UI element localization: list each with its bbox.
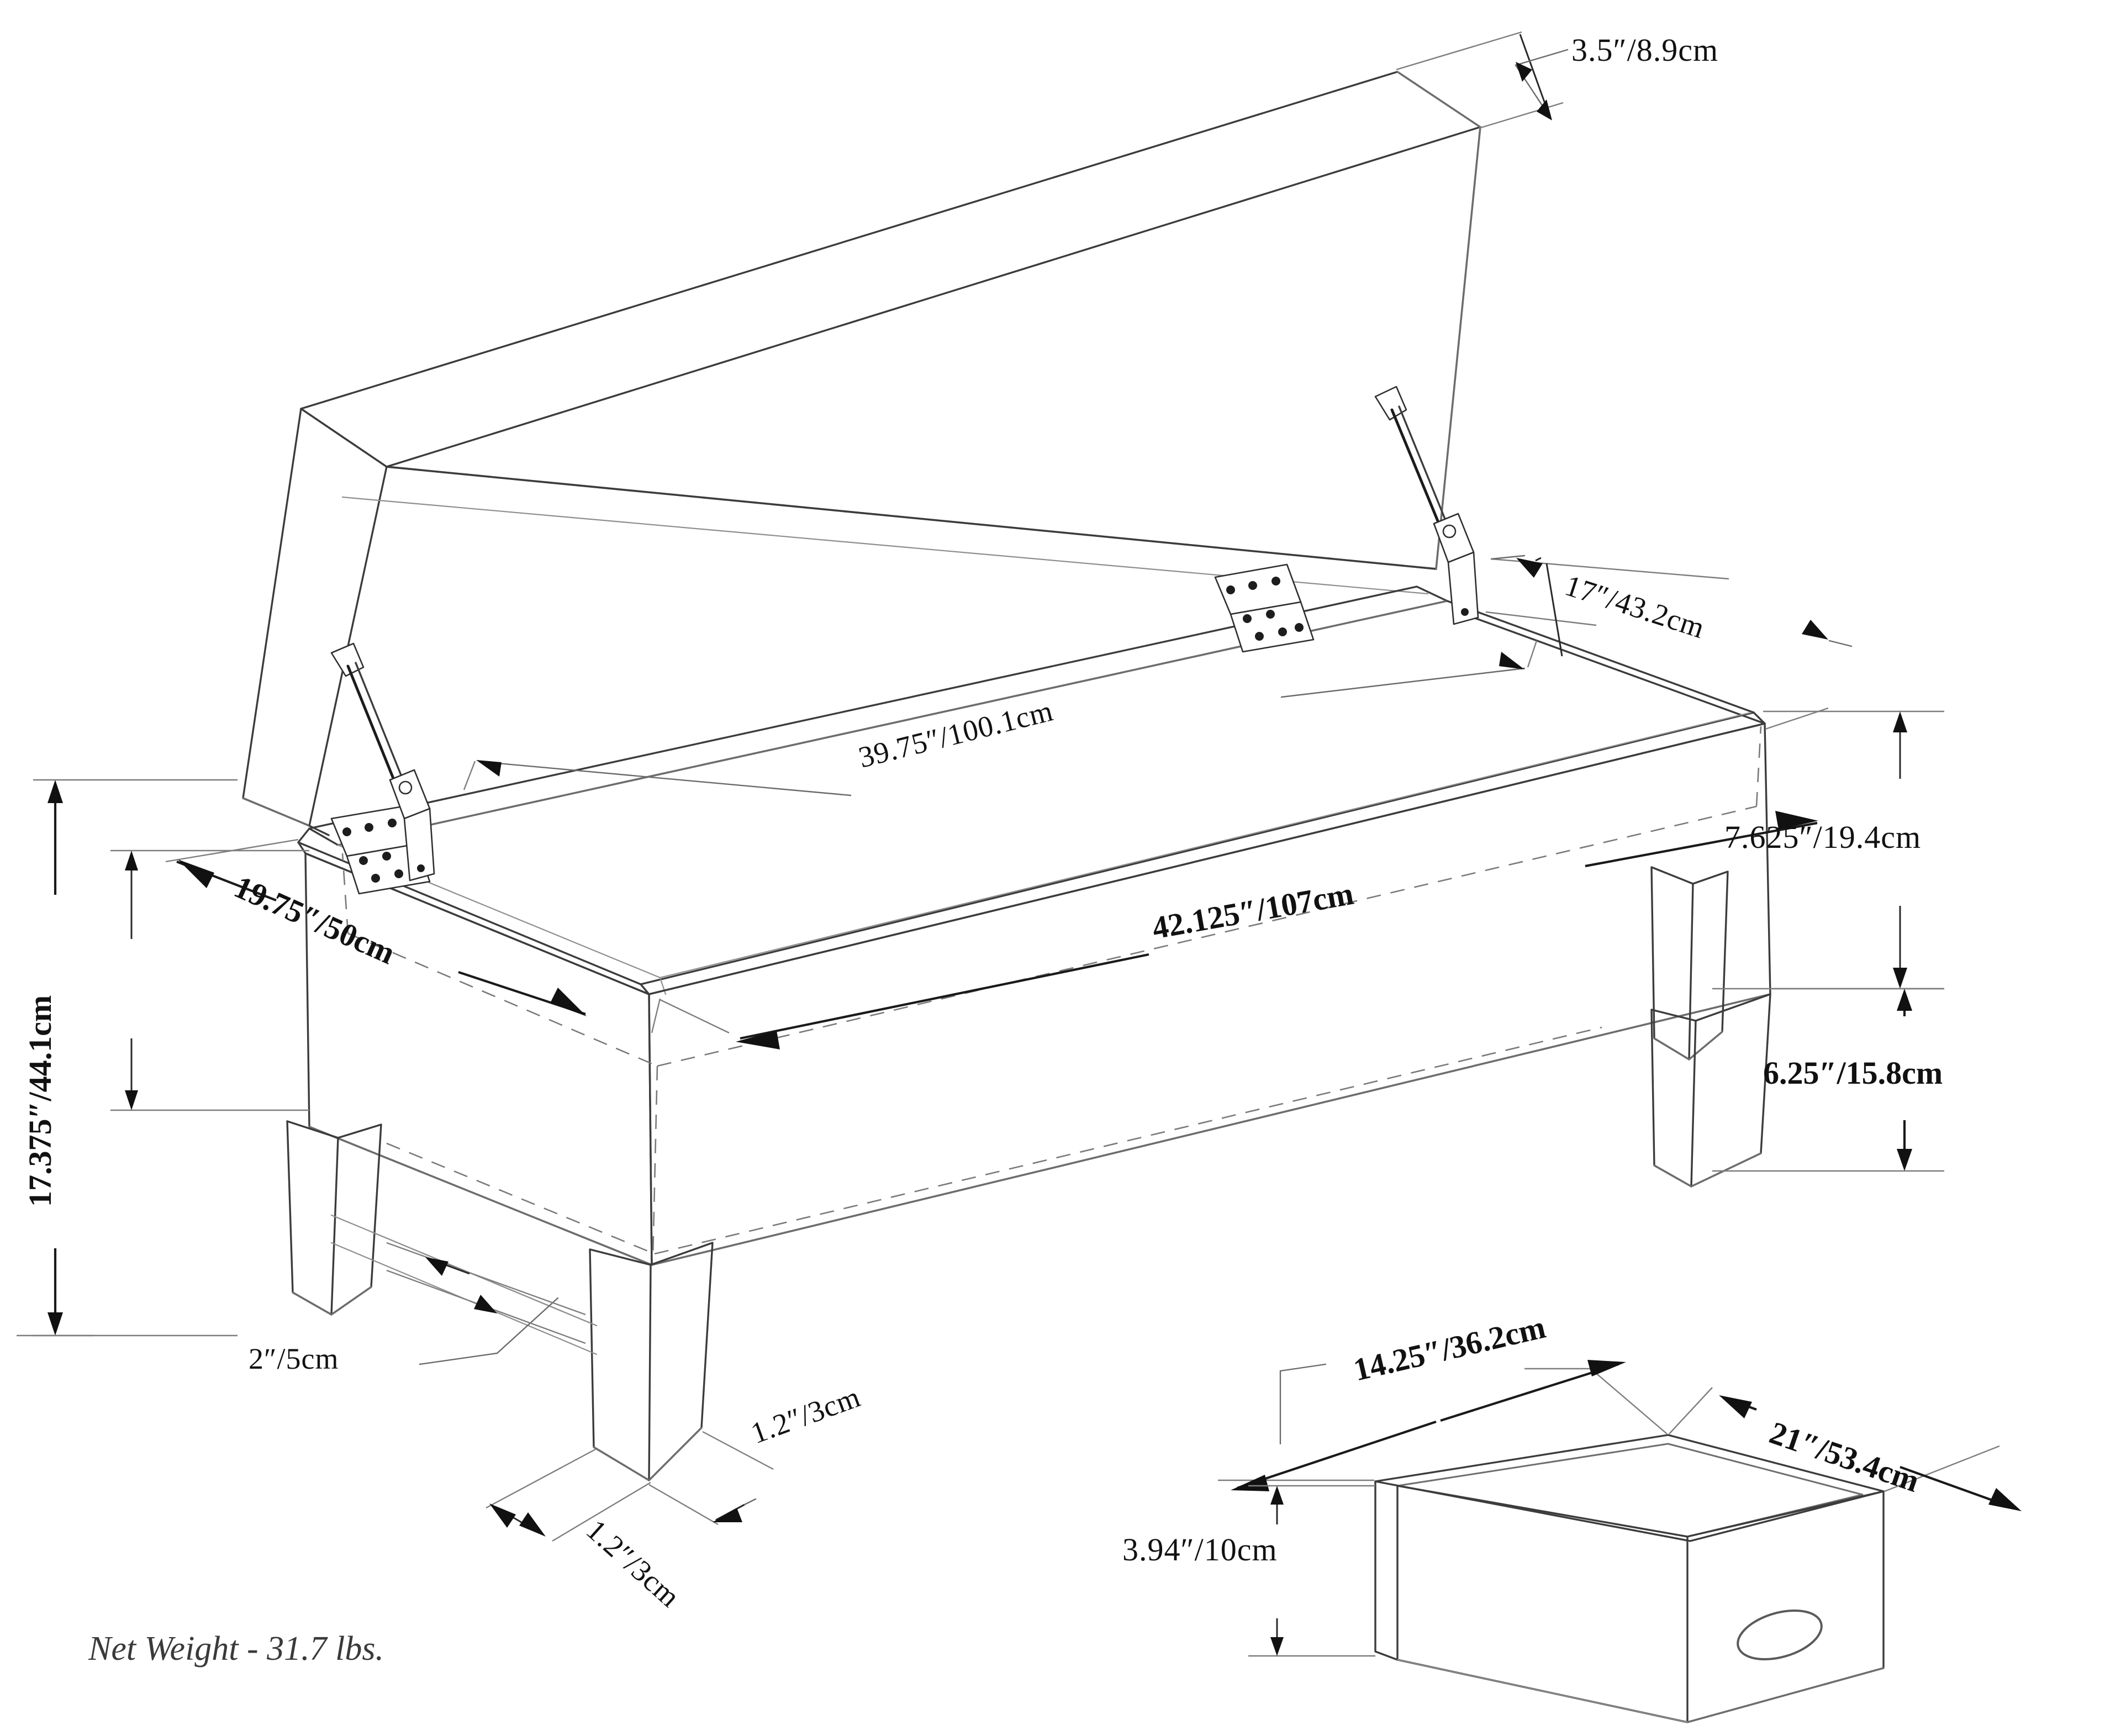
dim-label-interior-length: 39.75″/100.1cm	[855, 694, 1056, 774]
dim-apron-height	[17, 1242, 586, 1365]
dim-tray-width	[1669, 1387, 2022, 1511]
dim-tray-height	[1248, 1485, 1375, 1657]
lid-support-right	[1374, 386, 1479, 625]
hinge-left	[330, 805, 431, 895]
dim-label-leg-width: 1.2″/3cm	[747, 1380, 865, 1450]
dim-label-lid-depth: 17″/43.2cm	[1561, 568, 1709, 645]
dim-label-box-height: 7.625″/19.4cm	[1724, 819, 1921, 855]
dim-label-tray-depth: 14.25″/36.2cm	[1350, 1309, 1549, 1388]
dim-tray-depth	[1218, 1360, 1668, 1491]
dim-leg-width	[648, 1431, 774, 1526]
lid-support-left	[330, 642, 435, 882]
leg-front-left	[589, 1242, 714, 1481]
dimension-text-layer: 3.5″/8.9cm 17″/43.2cm 39.75″/100.1cm 42.…	[22, 32, 1943, 1614]
dim-leg-depth	[486, 1448, 651, 1542]
dim-label-leg-depth: 1.2″/3cm	[580, 1513, 687, 1613]
dim-overall-depth	[165, 838, 661, 1033]
dim-label-lid-thickness: 3.5″/8.9cm	[1571, 32, 1718, 68]
hinge-right	[1214, 563, 1315, 653]
dim-label-apron-height: 2″/5cm	[249, 1342, 339, 1375]
dim-label-tray-height: 3.94″/10cm	[1122, 1532, 1278, 1568]
bench-lid	[242, 71, 1481, 836]
dim-label-tray-width: 21″/53.4cm	[1765, 1415, 1924, 1499]
dim-label-overall-length: 42.125″/107cm	[1149, 875, 1356, 946]
dim-box-height-left-guide	[110, 849, 309, 1111]
dim-lid-thickness	[1396, 31, 1569, 129]
dim-label-overall-height: 17.375″/44.1cm	[22, 995, 58, 1207]
leg-back-right	[1650, 866, 1729, 1060]
dim-label-leg-height: 6.25″/15.8cm	[1763, 1055, 1943, 1091]
dim-interior-length	[463, 640, 1538, 796]
tray-handle-cutout	[1737, 1609, 1823, 1661]
bench-box	[297, 585, 1771, 1266]
dim-lid-depth	[1485, 555, 1853, 657]
leg-back-left	[286, 1120, 382, 1316]
net-weight-label: Net Weight - 31.7 lbs.	[88, 1630, 384, 1668]
storage-tray	[1374, 1434, 1885, 1723]
leg-front-right	[1650, 993, 1771, 1188]
dim-leg-height	[1712, 988, 1944, 1172]
dim-overall-height	[33, 779, 238, 1337]
